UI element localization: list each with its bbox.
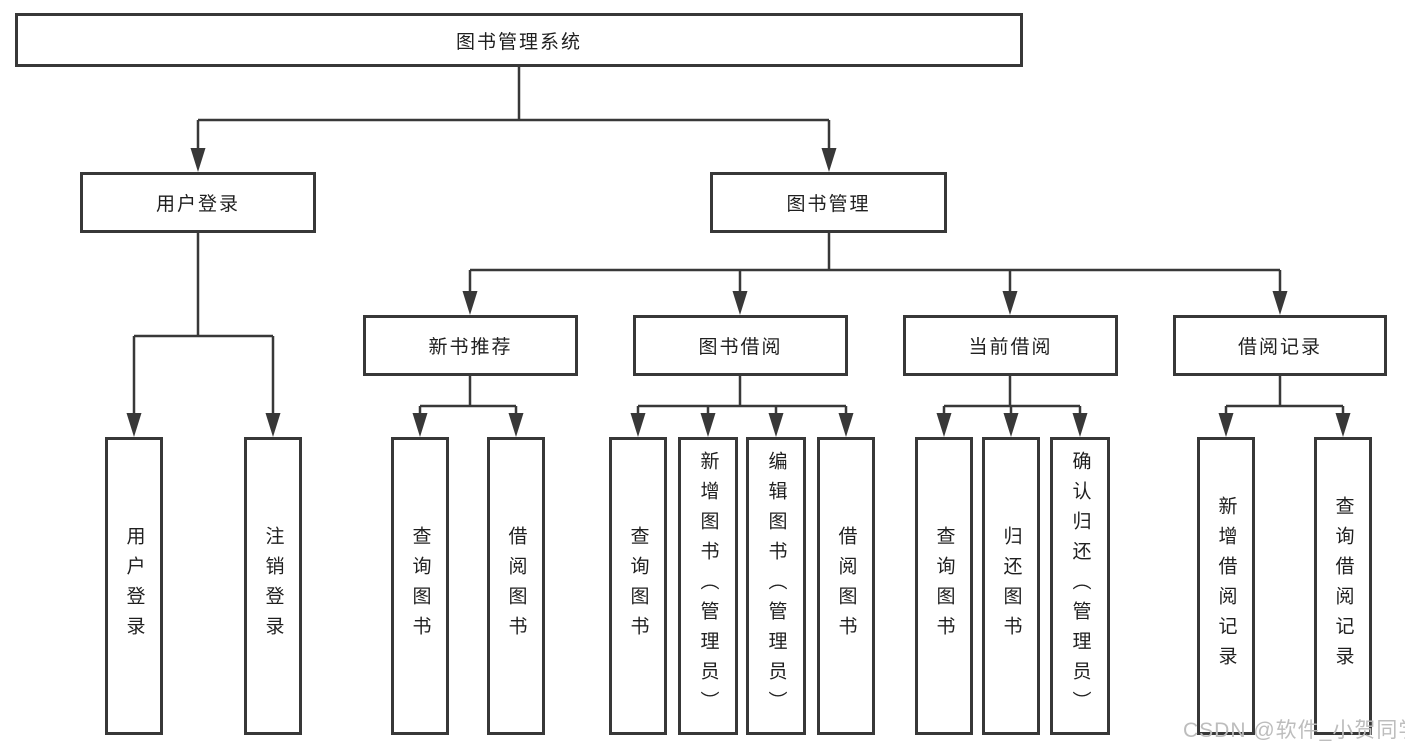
leaf-label: 新增借阅记录: [1215, 496, 1237, 676]
leaf-query-books-borrow: 查询图书: [609, 437, 667, 735]
leaf-logout-label: 注销登录: [262, 526, 284, 646]
leaf-query-books-current: 查询图书: [915, 437, 973, 735]
leaf-query-borrow-record: 查询借阅记录: [1314, 437, 1372, 735]
node-book-borrow: 图书借阅: [633, 315, 848, 376]
node-user-login-branch: 用户登录: [80, 172, 316, 233]
node-book-management-branch: 图书管理: [710, 172, 947, 233]
leaf-borrow-books-recommend: 借阅图书: [487, 437, 545, 735]
leaf-label: 借阅图书: [835, 526, 857, 646]
leaf-label: 确认归还（管理员）: [1069, 451, 1091, 721]
leaf-confirm-return-admin: 确认归还（管理员）: [1050, 437, 1110, 735]
leaf-user-login: 用户登录: [105, 437, 163, 735]
leaf-label: 查询图书: [933, 526, 955, 646]
csdn-watermark: CSDN @软件_小贺同学: [1183, 719, 1405, 742]
leaf-label: 查询借阅记录: [1332, 496, 1354, 676]
leaf-add-borrow-record: 新增借阅记录: [1197, 437, 1255, 735]
leaf-logout: 注销登录: [244, 437, 302, 735]
leaf-query-books-recommend: 查询图书: [391, 437, 449, 735]
arrowheads: [126, 148, 1351, 437]
leaf-add-books-admin: 新增图书（管理员）: [678, 437, 738, 735]
node-borrow-records: 借阅记录: [1173, 315, 1387, 376]
leaf-label: 新增图书（管理员）: [697, 451, 719, 721]
node-root-system: 图书管理系统: [15, 13, 1023, 67]
leaf-label: 借阅图书: [505, 526, 527, 646]
leaf-label: 查询图书: [627, 526, 649, 646]
leaf-return-books: 归还图书: [982, 437, 1040, 735]
leaf-label: 归还图书: [1000, 526, 1022, 646]
leaf-label: 查询图书: [409, 526, 431, 646]
leaf-label: 编辑图书（管理员）: [765, 451, 787, 721]
leaf-user-login-label: 用户登录: [123, 526, 145, 646]
node-current-borrow: 当前借阅: [903, 315, 1118, 376]
node-new-book-recommend: 新书推荐: [363, 315, 578, 376]
leaf-borrow-books: 借阅图书: [817, 437, 875, 735]
leaf-edit-books-admin: 编辑图书（管理员）: [746, 437, 806, 735]
